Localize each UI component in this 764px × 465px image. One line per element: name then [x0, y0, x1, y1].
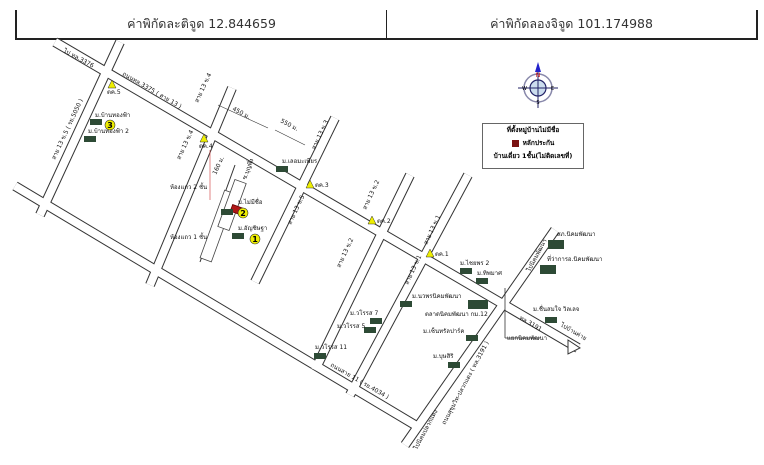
place-label: ม.บ้านทองฟ้า	[95, 112, 130, 119]
place-label: ตลาดนิคมพัฒนา กม.12	[425, 311, 488, 318]
road-label: สาย 13 ข.2	[361, 179, 381, 211]
legend-house: บ้านเดี่ยว 1ชั้น(ไม่ติดเลขที่)	[493, 152, 573, 160]
place-label: ห้องแถว 1 ชั้น	[170, 231, 207, 241]
distance-label: 450 ม.	[231, 106, 251, 121]
longitude-label: ค่าพิกัดลองจิจูด 101.174988	[490, 16, 653, 31]
road-label: สาย 13 ข.4	[193, 72, 213, 104]
place-label: ม.วโรรส 5	[337, 322, 365, 330]
compass-icon: N S E W	[518, 62, 558, 108]
place-label: ม.นวพรนิคมพัฒนา	[412, 293, 461, 300]
checkpoint-label: ตค.5	[107, 89, 121, 96]
coordinate-header: ค่าพิกัดละติจูด 12.844659 ค่าพิกัดลองจิจ…	[15, 10, 758, 40]
latitude-label: ค่าพิกัดละติจูด 12.844659	[17, 10, 387, 38]
place-label: ม.วโรรส 11	[315, 343, 347, 351]
checkpoint-label: ตค.4	[199, 143, 213, 150]
marker-2: 2	[240, 209, 246, 218]
numbered-markers: 3 2 1	[104, 119, 261, 245]
collateral-swatch	[511, 139, 519, 147]
place-label: ม.ชื่นสมใจ วิลเลจ	[533, 305, 579, 313]
place-label: ม.เลอมะเพียร	[282, 157, 318, 165]
road-label: ซ.บุญพึ่ง	[240, 157, 255, 180]
checkpoint-label: ตค.3	[315, 182, 329, 189]
roads	[12, 37, 581, 448]
warning-icon	[425, 248, 435, 258]
checkpoint-label: ตค.2	[377, 218, 391, 225]
road-label: สาย 13 ข.2	[335, 237, 355, 269]
place-label: ม.ไชยพร 2	[460, 259, 490, 267]
distance-label: 550 ม.	[279, 118, 299, 133]
marker-1: 1	[252, 235, 258, 244]
marker-3: 3	[107, 121, 113, 130]
legend-collateral: หลักประกัน	[483, 137, 583, 150]
distance-arrows	[209, 104, 306, 200]
legend-title: ที่ตั้งหมู่บ้านไม่มีชื่อ	[506, 126, 560, 134]
place-label: ม.วโรรส 7	[350, 309, 378, 317]
warning-icon	[367, 215, 377, 225]
map-legend: ที่ตั้งหมู่บ้านไม่มีชื่อ หลักประกัน บ้าน…	[482, 123, 584, 169]
place-label: ม.เซ็นทรัลปาร์ค	[423, 326, 464, 335]
place-label: ม.บ้านทองฟ้า 2	[88, 128, 129, 135]
place-label: ม.อัญชิษฐา	[238, 225, 267, 232]
road-labels: ไป ทล.3376 สาย 13 ข.5 ( รย.5050 ) สาย 13…	[50, 46, 588, 452]
place-label: ห้องแถว 2 ชั้น	[170, 181, 207, 191]
place-label: ม.ไม่มีชื่อ	[238, 198, 263, 206]
warning-icon	[107, 79, 117, 89]
place-label: สภ.นิคมพัฒนา	[557, 231, 595, 238]
compass-north: N	[536, 72, 541, 79]
checkpoint-label: ตค.1	[435, 251, 449, 258]
compass-east: E	[551, 86, 554, 92]
place-label: ม.ทิพมาศ	[477, 270, 502, 277]
legend-collateral-label: หลักประกัน	[522, 139, 555, 147]
compass-south: S	[536, 100, 539, 106]
compass-west: W	[522, 86, 527, 92]
place-icons	[84, 119, 564, 368]
warning-icon	[305, 179, 315, 189]
warning-icon	[199, 133, 209, 143]
place-label: ม.บุษสิริ	[433, 353, 454, 360]
place-labels: ม.บ้านทองฟ้า ม.บ้านทองฟ้า 2 ห้องแถว 2 ชั…	[88, 112, 602, 360]
road-label: แยกนิคมพัฒนา	[507, 335, 547, 342]
distance-label: 160 ม.	[211, 155, 226, 175]
rowhouses	[199, 178, 247, 263]
road-label: สาย 13 ข.4	[175, 129, 195, 161]
checkpoints: ตค.5 ตค.4 ตค.3 ตค.2 ตค.1	[107, 79, 449, 258]
place-label: ที่ว่าการอ.นิคมพัฒนา	[547, 255, 602, 263]
